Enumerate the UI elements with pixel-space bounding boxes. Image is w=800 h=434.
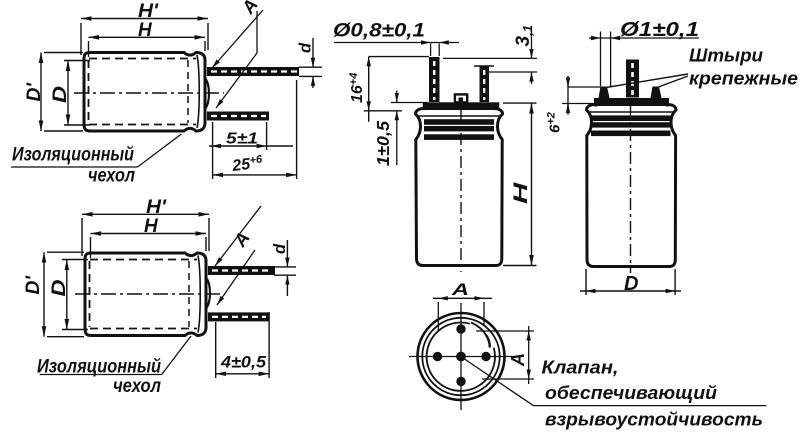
svg-text:Изоляционный: Изоляционный (37, 357, 161, 378)
svg-text:D: D (50, 86, 71, 103)
svg-text:1±0,5: 1±0,5 (373, 121, 393, 166)
svg-text:обеспечивающий: обеспечивающий (545, 383, 717, 403)
svg-text:Штыри: Штыри (689, 45, 763, 66)
svg-text:Клапан,: Клапан, (542, 357, 619, 378)
svg-text:H': H' (146, 197, 168, 218)
svg-text:D: D (624, 273, 639, 295)
svg-text:D': D' (23, 275, 44, 295)
svg-text:A: A (451, 280, 469, 299)
svg-text:взрывоустойчивость: взрывоустойчивость (545, 410, 763, 430)
svg-text:d: d (271, 243, 289, 254)
svg-text:5±1: 5±1 (226, 131, 258, 148)
svg-text:D: D (49, 279, 70, 296)
svg-text:H': H' (138, 1, 160, 22)
svg-text:чехол: чехол (88, 165, 135, 187)
svg-text:D': D' (24, 82, 45, 102)
svg-text:H: H (138, 20, 153, 41)
svg-text:Ø1±0,1: Ø1±0,1 (620, 19, 699, 41)
svg-text:25+6: 25+6 (230, 153, 264, 175)
svg-text:чехол: чехол (113, 375, 161, 397)
svg-text:Ø0,8±0,1: Ø0,8±0,1 (333, 20, 425, 42)
svg-text:16+4: 16+4 (348, 73, 366, 103)
svg-text:6+2: 6+2 (546, 112, 564, 133)
svg-text:Изоляционный: Изоляционный (12, 145, 134, 166)
svg-text:3,1: 3,1 (513, 25, 535, 46)
svg-text:H: H (511, 181, 532, 204)
svg-text:4±0,5: 4±0,5 (220, 353, 267, 372)
svg-text:H: H (144, 216, 159, 237)
svg-text:A: A (508, 353, 528, 367)
svg-text:d: d (297, 42, 315, 53)
svg-text:крепежные: крепежные (689, 68, 798, 89)
svg-text:A: A (229, 228, 253, 251)
